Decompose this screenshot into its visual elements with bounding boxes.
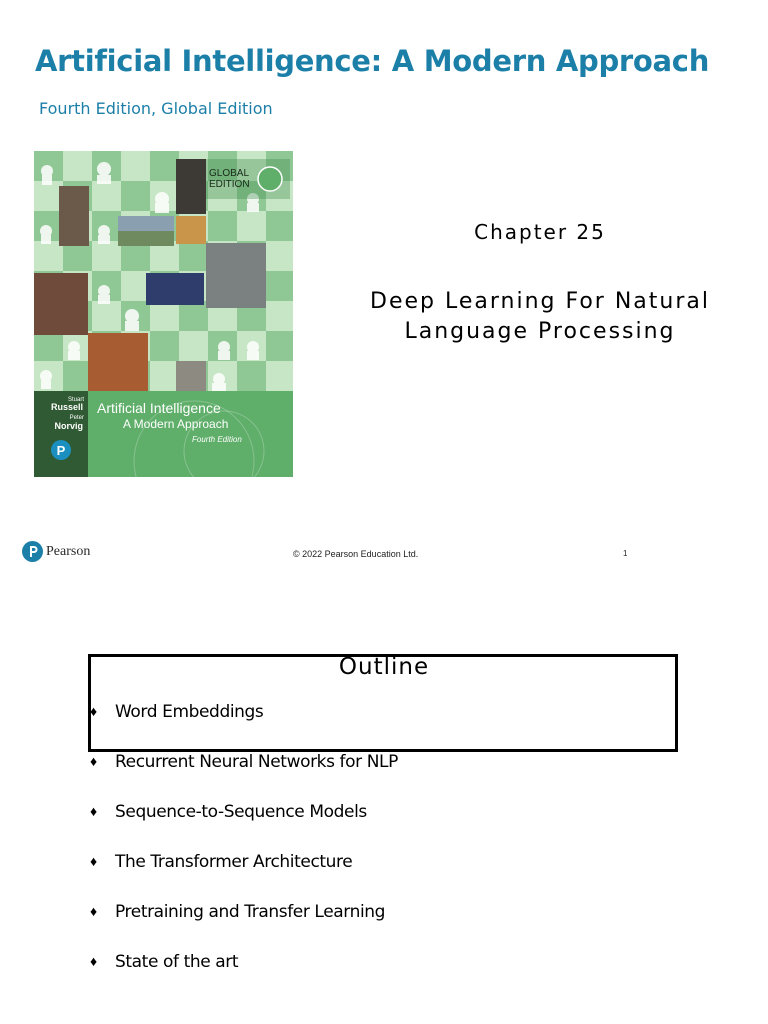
outline-item-text: The Transformer Architecture [115, 852, 353, 872]
diamond-bullet-icon: ♦ [90, 903, 98, 919]
outline-item-text: Sequence-to-Sequence Models [115, 802, 367, 822]
diamond-bullet-icon: ♦ [90, 703, 98, 719]
page-number: 1 [623, 549, 628, 558]
outline-item-text: Recurrent Neural Networks for NLP [115, 752, 398, 772]
cover-author2-last: Norvig [54, 421, 83, 431]
cover-badge-line1: GLOBAL [209, 168, 249, 179]
cover-author1-last: Russell [51, 402, 83, 412]
pearson-p-icon [22, 541, 43, 562]
cover-book-title-line2: A Modern Approach [123, 417, 228, 431]
cover-book-edition: Fourth Edition [192, 435, 242, 444]
chapter-headline: Deep Learning For Natural Language Proce… [330, 287, 750, 347]
list-item: ♦ The Transformer Architecture [90, 850, 398, 900]
slide-title: Artificial Intelligence: A Modern Approa… [35, 44, 710, 78]
diamond-bullet-icon: ♦ [90, 753, 98, 769]
book-cover-image: GLOBAL EDITION Stuart Russell Peter Norv… [34, 151, 293, 477]
cover-publisher-mark: P [57, 443, 66, 458]
copyright-text: © 2022 Pearson Education Ltd. [293, 549, 419, 559]
outline-title: Outline [338, 654, 430, 680]
outline-list: ♦ Word Embeddings ♦ Recurrent Neural Net… [90, 700, 398, 1000]
cover-author1-first: Stuart [68, 397, 84, 403]
list-item: ♦ State of the art [90, 950, 398, 1000]
cover-badge-line2: EDITION [209, 179, 250, 190]
slide-subtitle: Fourth Edition, Global Edition [39, 99, 273, 118]
outline-title-box [88, 654, 678, 752]
pearson-logo: Pearson [22, 541, 90, 562]
list-item: ♦ Word Embeddings [90, 700, 398, 750]
diamond-bullet-icon: ♦ [90, 953, 98, 969]
list-item: ♦ Sequence-to-Sequence Models [90, 800, 398, 850]
outline-item-text: Word Embeddings [115, 702, 264, 722]
outline-item-text: Pretraining and Transfer Learning [115, 902, 386, 922]
diamond-bullet-icon: ♦ [90, 803, 98, 819]
chapter-label: Chapter 25 [474, 220, 606, 244]
outline-item-text: State of the art [115, 952, 239, 972]
cover-book-title-line1: Artificial Intelligence [97, 400, 221, 416]
pearson-logo-text: Pearson [46, 543, 91, 559]
list-item: ♦ Pretraining and Transfer Learning [90, 900, 398, 950]
chapter-headline-line2: Language Processing [404, 319, 676, 344]
chapter-headline-line1: Deep Learning For Natural [370, 289, 710, 314]
cover-author2-first: Peter [70, 415, 84, 421]
list-item: ♦ Recurrent Neural Networks for NLP [90, 750, 398, 800]
diamond-bullet-icon: ♦ [90, 853, 98, 869]
